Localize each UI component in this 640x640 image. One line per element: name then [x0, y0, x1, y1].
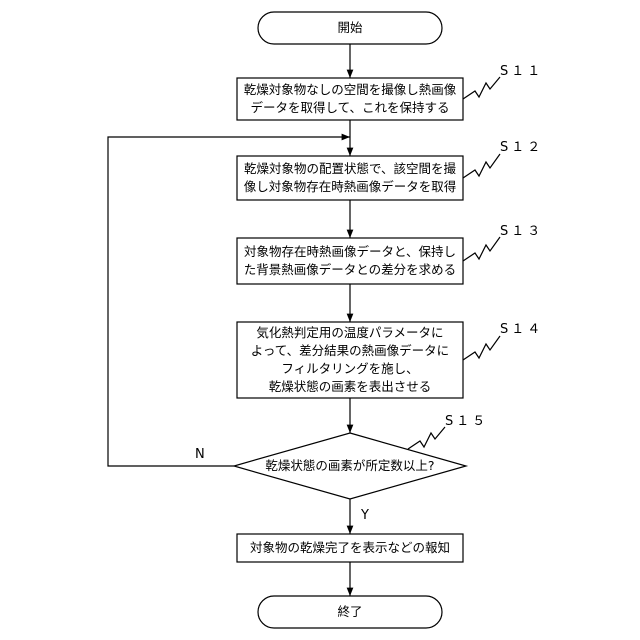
step-label-s12: S１２ — [500, 136, 543, 155]
step-s13: 対象物存在時熱画像データと、保持し た背景熱画像データとの差分を求める — [237, 238, 463, 284]
step-label-s15: S１５ — [445, 410, 488, 429]
leader-s14 — [463, 336, 500, 360]
leader-s12 — [463, 154, 500, 178]
step-s12: 乾燥対象物の配置状態で、該空間を撮 像し対象物存在時熱画像データを取得 — [237, 156, 463, 200]
step-label-s14: S１４ — [500, 318, 543, 337]
step-s11: 乾燥対象物なしの空間を撮像し熱画像 データを取得して、これを保持する — [237, 78, 463, 120]
step-s14-line: 気化熱判定用の温度パラメータに — [251, 324, 449, 342]
decision-s15: 乾燥状態の画素が所定数以上? — [244, 452, 456, 480]
step-s12-line: 乾燥対象物の配置状態で、該空間を撮 — [244, 160, 457, 178]
step-s14-line: フィルタリングを施し、 — [251, 360, 449, 378]
start-terminal: 開始 — [258, 12, 442, 44]
branch-yes-label: Y — [361, 508, 369, 523]
end-label: 終了 — [337, 603, 362, 621]
end-terminal: 終了 — [258, 596, 442, 628]
leader-s13 — [463, 237, 500, 261]
leader-s15 — [408, 427, 445, 449]
step-label-s13: S１３ — [500, 220, 543, 239]
start-label: 開始 — [337, 19, 362, 37]
branch-no-label: N — [195, 447, 205, 462]
step-s14: 気化熱判定用の温度パラメータに よって、差分結果の熱画像データに フィルタリング… — [237, 322, 463, 398]
step-s11-line: 乾燥対象物なしの空間を撮像し熱画像 — [244, 81, 457, 99]
step-s11-line: データを取得して、これを保持する — [244, 99, 457, 117]
final-step: 対象物の乾燥完了を表示などの報知 — [237, 534, 463, 562]
final-step-line: 対象物の乾燥完了を表示などの報知 — [250, 539, 450, 557]
step-s14-line: 乾燥状態の画素を表出させる — [251, 378, 449, 396]
step-s12-line: 像し対象物存在時熱画像データを取得 — [244, 178, 457, 196]
leader-s11 — [463, 77, 500, 99]
step-s13-line: た背景熱画像データとの差分を求める — [244, 261, 456, 279]
step-label-s11: S１１ — [500, 60, 543, 79]
step-s14-line: よって、差分結果の熱画像データに — [251, 342, 449, 360]
step-s13-line: 対象物存在時熱画像データと、保持し — [244, 243, 456, 261]
decision-s15-text: 乾燥状態の画素が所定数以上? — [265, 457, 434, 475]
